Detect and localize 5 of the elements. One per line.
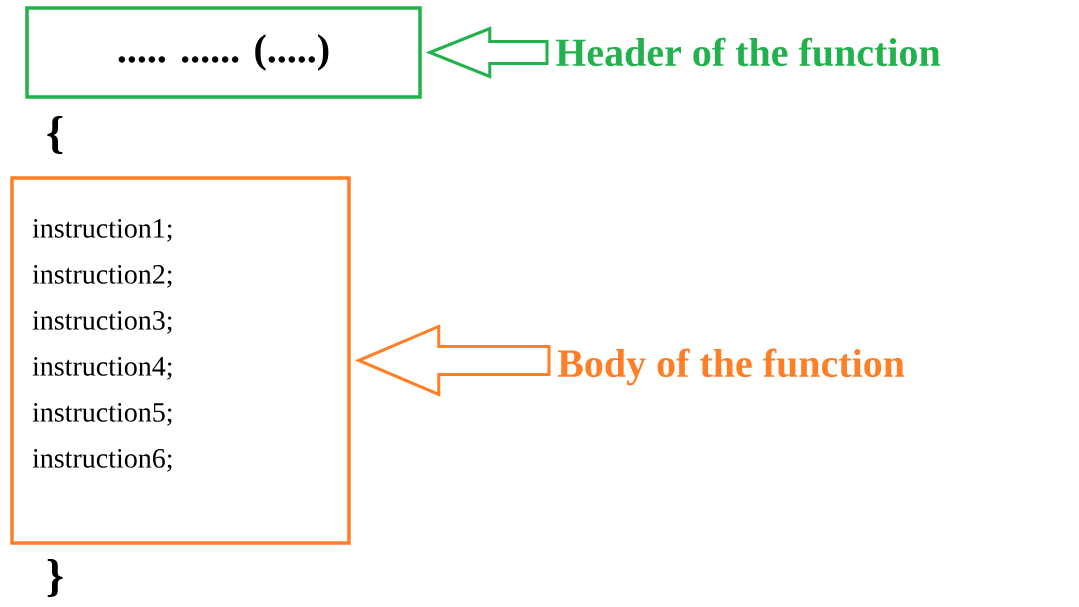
header-label: Header of the function [555,37,941,67]
body-label: Body of the function [557,348,905,386]
brace: { [47,115,63,155]
body-box: instruction1; instruction2; instruction3; instruction4; instruction5; instruction6; [10,176,351,545]
header-box: ..... ...... (.....) [25,6,422,99]
